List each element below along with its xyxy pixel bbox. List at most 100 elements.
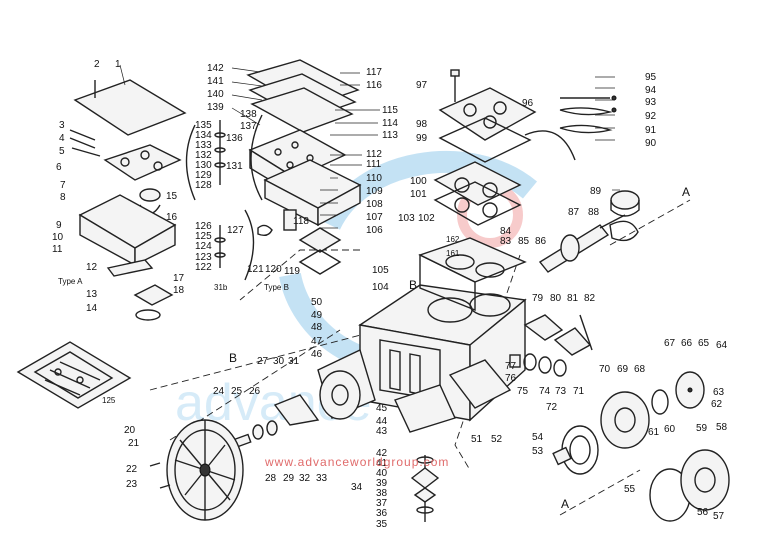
callout-76: 76 [505,373,517,384]
callout-2: 2 [94,59,100,70]
cover-88 [609,220,639,242]
callout-50: 50 [311,297,323,308]
callout-11: 11 [52,244,63,255]
callout-66: 66 [681,338,693,349]
clip-parts-3-5 [69,129,101,157]
callout-63: 63 [713,387,725,398]
callout-13: 13 [86,289,98,300]
callout-54: 54 [532,432,544,443]
callout-91: 91 [645,125,657,136]
callout-133: 133 [195,140,212,151]
pipe-96 [524,130,576,161]
oil-pan-45 [394,384,456,433]
callout-55: 55 [624,484,636,495]
bearing-89 [610,190,640,217]
callout-8: 8 [60,192,66,203]
callout-22: 22 [126,464,138,475]
callout-117: 117 [366,67,382,78]
callout-59: 59 [696,423,708,434]
type-b-label: Type B [264,283,289,292]
callout-60: 60 [664,424,676,435]
callout-12: 12 [86,262,98,273]
callout-61: 61 [648,427,660,438]
flange-13 [133,284,174,321]
callout-5: 5 [59,146,65,157]
callout-112: 112 [366,149,382,160]
callout-82: 82 [584,293,596,304]
plates-62-67 [651,371,705,415]
callout-140: 140 [207,89,224,100]
callout-15: 15 [166,191,178,202]
callout-71: 71 [573,386,585,397]
callout-48: 48 [311,322,323,333]
crankshaft-87 [538,214,626,273]
flange-80-81 [523,314,593,356]
callout-83: 83 [500,236,512,247]
gasket-inset [16,341,132,409]
callout-38: 38 [376,488,388,499]
callout-132: 132 [195,150,212,161]
callout-7: 7 [60,180,66,191]
inset-label: 125 [102,396,116,405]
callout-17: 17 [173,273,185,284]
callout-32: 32 [299,473,311,484]
callout-103: 103 [398,213,415,224]
plug-53 [552,446,572,466]
callout-118: 118 [293,216,309,227]
callout-120: 120 [265,264,282,275]
pins-90-95 [559,95,617,134]
callout-114: 114 [382,118,398,129]
bolts-22-23 [149,462,171,489]
callout-64: 64 [716,340,728,351]
callout-29: 29 [283,473,295,484]
callout-124: 124 [195,241,212,252]
callout-62: 62 [711,399,723,410]
callout-42: 42 [376,448,388,459]
callout-24: 24 [213,386,225,397]
cylinder-head-98 [438,87,537,141]
type-a-label: Type A [58,277,83,286]
callout-106: 106 [366,225,383,236]
callout-127: 127 [227,225,244,236]
callout-134: 134 [195,130,212,141]
callout-97: 97 [416,80,428,91]
callout-43: 43 [376,426,388,437]
lid-plate-1 [73,79,187,136]
callout-26: 26 [249,386,261,397]
callout-6: 6 [56,162,62,173]
callout-79: 79 [532,293,544,304]
fan-blade-30-31 [273,394,320,426]
callout-89: 89 [590,186,602,197]
callout-18: 18 [173,285,185,296]
end-bell-20-21 [166,419,244,521]
callout-128: 128 [195,180,212,191]
callout-108: 108 [366,199,383,210]
callout-9: 9 [56,220,62,231]
cylinder-block-top [418,237,527,312]
callout-69: 69 [617,364,629,375]
callout-109: 109 [366,186,383,197]
callout-3: 3 [59,120,65,131]
flange-106-107 [298,227,342,275]
callout-31: 31 [288,356,300,367]
callout-90: 90 [645,138,657,149]
gasket-121 [257,224,273,237]
callout-129: 129 [195,170,212,181]
bolt-column-122-135 [214,120,226,268]
watermark-url: www.advanceworldgroup.com [264,455,449,469]
callout-116: 116 [366,80,382,91]
callout-56: 56 [697,507,709,518]
callout-138: 138 [240,109,257,120]
callout-52: 52 [491,434,503,445]
callout-161: 161 [446,249,460,258]
callout-81: 81 [567,293,579,304]
plate-stack-140-142 [246,59,360,133]
callout-98: 98 [416,119,428,130]
callout-94: 94 [645,85,657,96]
end-cover-56-57 [649,449,730,522]
callout-80: 80 [550,293,562,304]
callout-53: 53 [532,446,544,457]
callout-100: 100 [410,176,427,187]
callout-135: 135 [195,120,212,131]
